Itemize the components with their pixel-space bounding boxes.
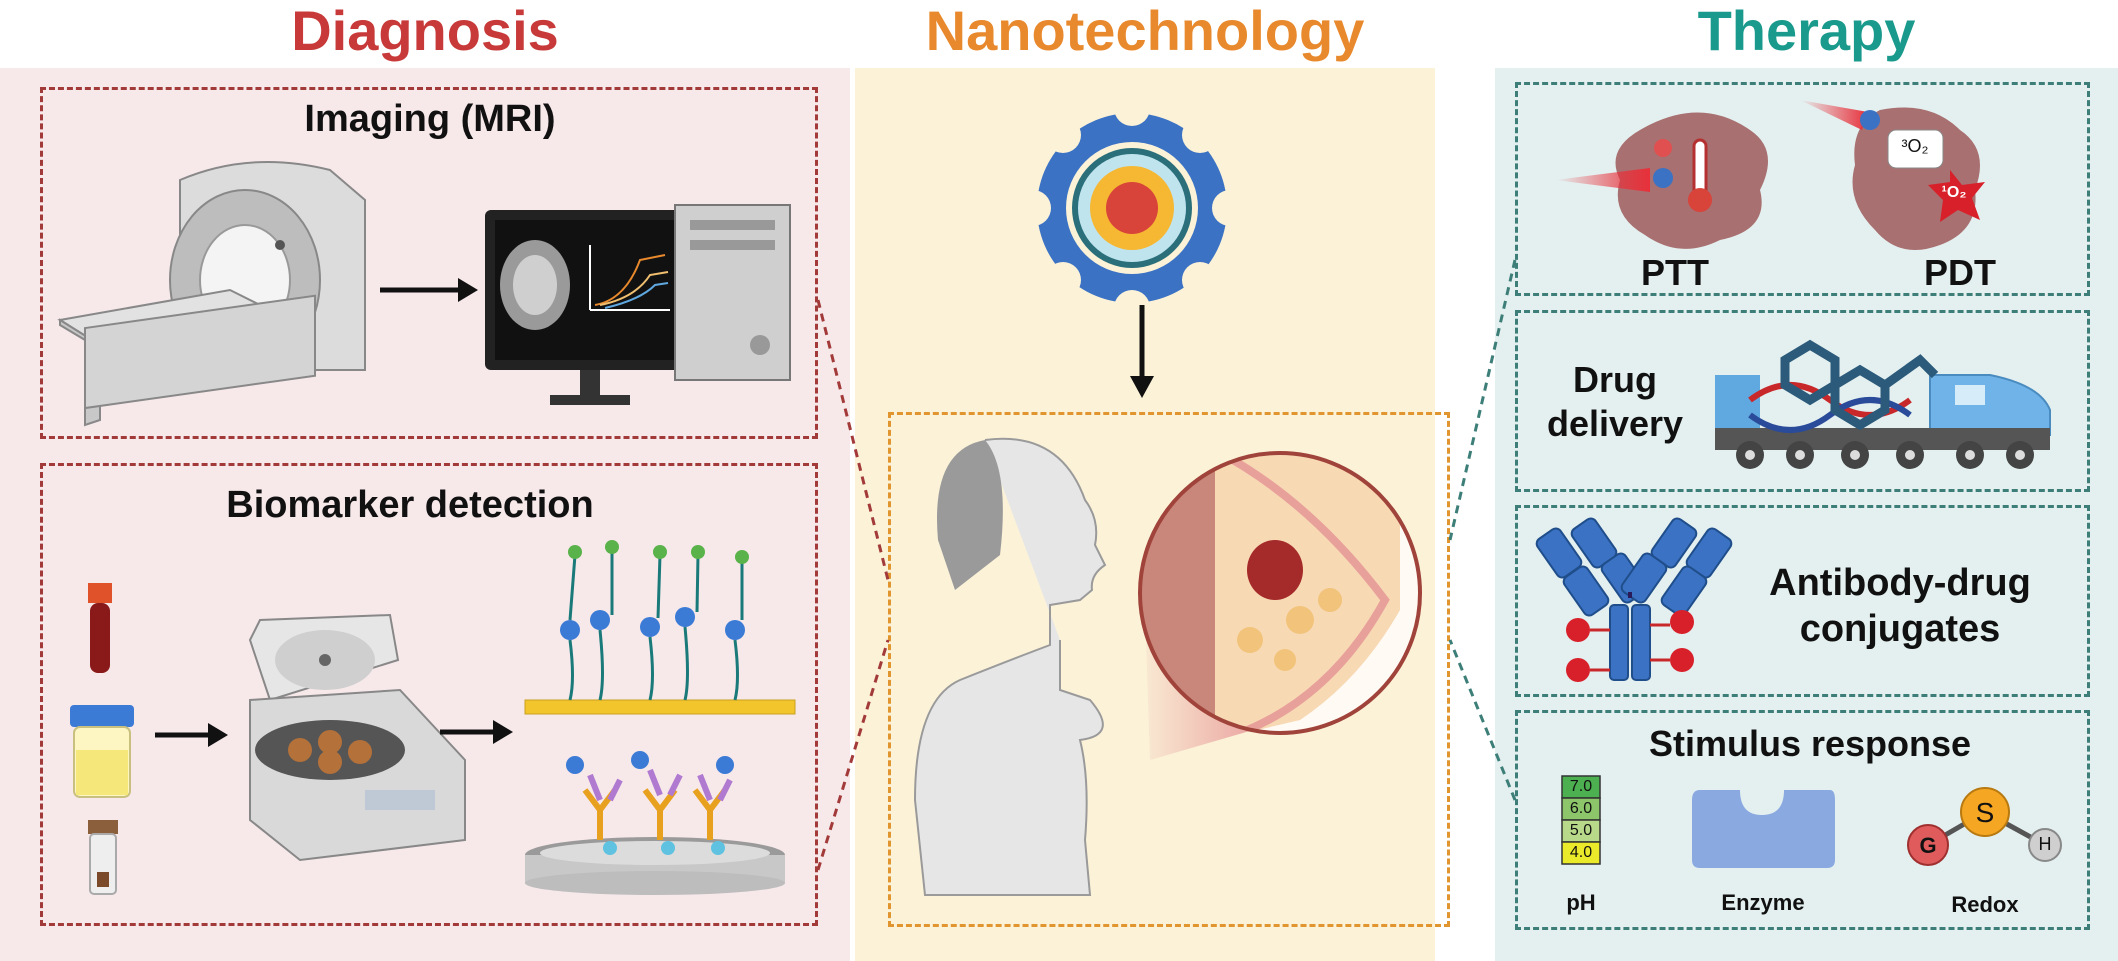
diagnosis-title: Diagnosis: [291, 0, 559, 62]
arrow-centrifuge: [493, 720, 513, 744]
ph-value-5: 5.0: [1569, 822, 1593, 839]
biosensor-strip: [524, 699, 796, 715]
ptt-tumor-cell-icon: [1555, 112, 1768, 249]
connector-lines: [816, 259, 1517, 871]
phototherapy-box: [1515, 82, 2090, 296]
antibody-icons: [582, 768, 733, 840]
breast-cross-section-icon: [1138, 451, 1422, 735]
redox-label: Redox: [1951, 892, 2019, 917]
enzyme-label: Enzyme: [1721, 890, 1805, 915]
centrifuge-icon: [248, 613, 466, 862]
drug-delivery-box: [1515, 310, 2090, 492]
arrow-samples: [208, 723, 228, 747]
stimulus-response-label: Stimulus response: [1648, 723, 1972, 764]
antibody-plate: [525, 837, 785, 895]
ptt-label: PTT: [1641, 252, 1709, 293]
arrow-nanoparticle: [1130, 376, 1154, 398]
redox-atom-h: H: [2038, 834, 2052, 854]
ph-scale-icon: [1561, 775, 1601, 865]
mri-scanner-icon: [57, 161, 366, 427]
biomarker-detection-label: Biomarker detection: [226, 484, 594, 526]
pdt-tumor-cell-icon: [1800, 100, 1985, 250]
adc-label: Antibody-drug conjugates: [1769, 562, 2031, 650]
antibody-drug-conjugate-icon: [1535, 517, 1733, 682]
ph-value-6: 6.0: [1569, 800, 1593, 817]
pdt-label: PDT: [1924, 252, 1996, 293]
nanotechnology-title: Nanotechnology: [925, 0, 1365, 62]
stool-vial-icon: [88, 820, 118, 895]
patient-box: [888, 412, 1450, 927]
ph-value-4: 4.0: [1569, 844, 1593, 861]
therapy-title: Therapy: [1697, 0, 1916, 62]
enzyme-icon: [1692, 790, 1835, 868]
redox-molecule-icon: [1907, 787, 2062, 866]
drug-delivery-label: Drug delivery: [1546, 359, 1684, 444]
nanoparticle-probe-markers: [560, 607, 745, 640]
monitor-icon: [485, 210, 695, 405]
redox-atom-g: G: [1919, 833, 1937, 858]
nanoparticle-icon: [1015, 90, 1248, 326]
singlet-oxygen-label: ¹O₂: [1941, 184, 1967, 201]
biomarker-box: [40, 463, 818, 926]
blood-tube-icon: [88, 583, 112, 673]
computer-tower-icon: [674, 204, 791, 381]
ground-state-oxygen-label: ³O₂: [1901, 136, 1929, 156]
ph-label: pH: [1566, 890, 1596, 915]
patient-silhouette-icon: [913, 437, 1107, 896]
adc-box: [1515, 505, 2090, 697]
urine-cup-icon: [70, 705, 134, 798]
imaging-mri-label: Imaging (MRI): [304, 98, 556, 140]
imaging-box: [40, 87, 818, 439]
ph-value-7: 7.0: [1569, 778, 1593, 795]
drug-truck-icon: [1715, 339, 2051, 469]
stimulus-box: [1515, 710, 2090, 930]
probe-strands: [568, 550, 744, 701]
redox-atom-s: S: [1975, 797, 1995, 828]
